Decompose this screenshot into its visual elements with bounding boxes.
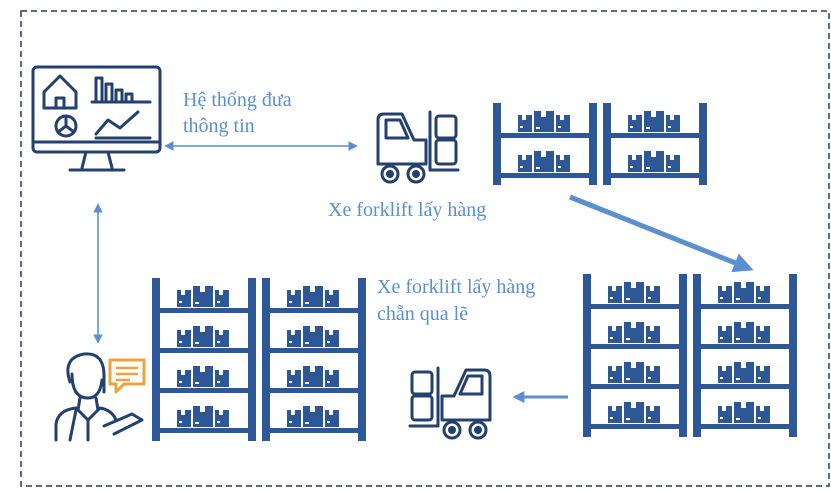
- label-forklift-pick: Xe forklift lấy hàng: [328, 199, 487, 221]
- label-info-system-line1: Hệ thống đưa: [183, 89, 292, 111]
- dashboard-monitor-icon: [31, 65, 162, 172]
- warehouse-shelf-icon: [583, 274, 687, 437]
- warehouse-shelf-icon: [152, 278, 256, 441]
- label-forklift-odd-line1: Xe forklift lấy hàng: [377, 276, 536, 298]
- warehouse-shelf-icon: [493, 103, 597, 185]
- operator-with-chat-icon: [54, 352, 146, 442]
- warehouse-shelf-icon: [603, 103, 707, 185]
- dashed-frame: [20, 10, 830, 487]
- warehouse-shelf-icon: [262, 278, 366, 441]
- arrow-pick-to-shelves: [569, 194, 754, 273]
- forklift-icon: [376, 110, 460, 184]
- label-info-system-line2: thông tin: [183, 115, 255, 137]
- forklift-icon-returning: [408, 366, 492, 440]
- warehouse-shelf-icon: [693, 274, 797, 437]
- label-forklift-odd-line2: chẵn qua lẽ: [377, 303, 469, 325]
